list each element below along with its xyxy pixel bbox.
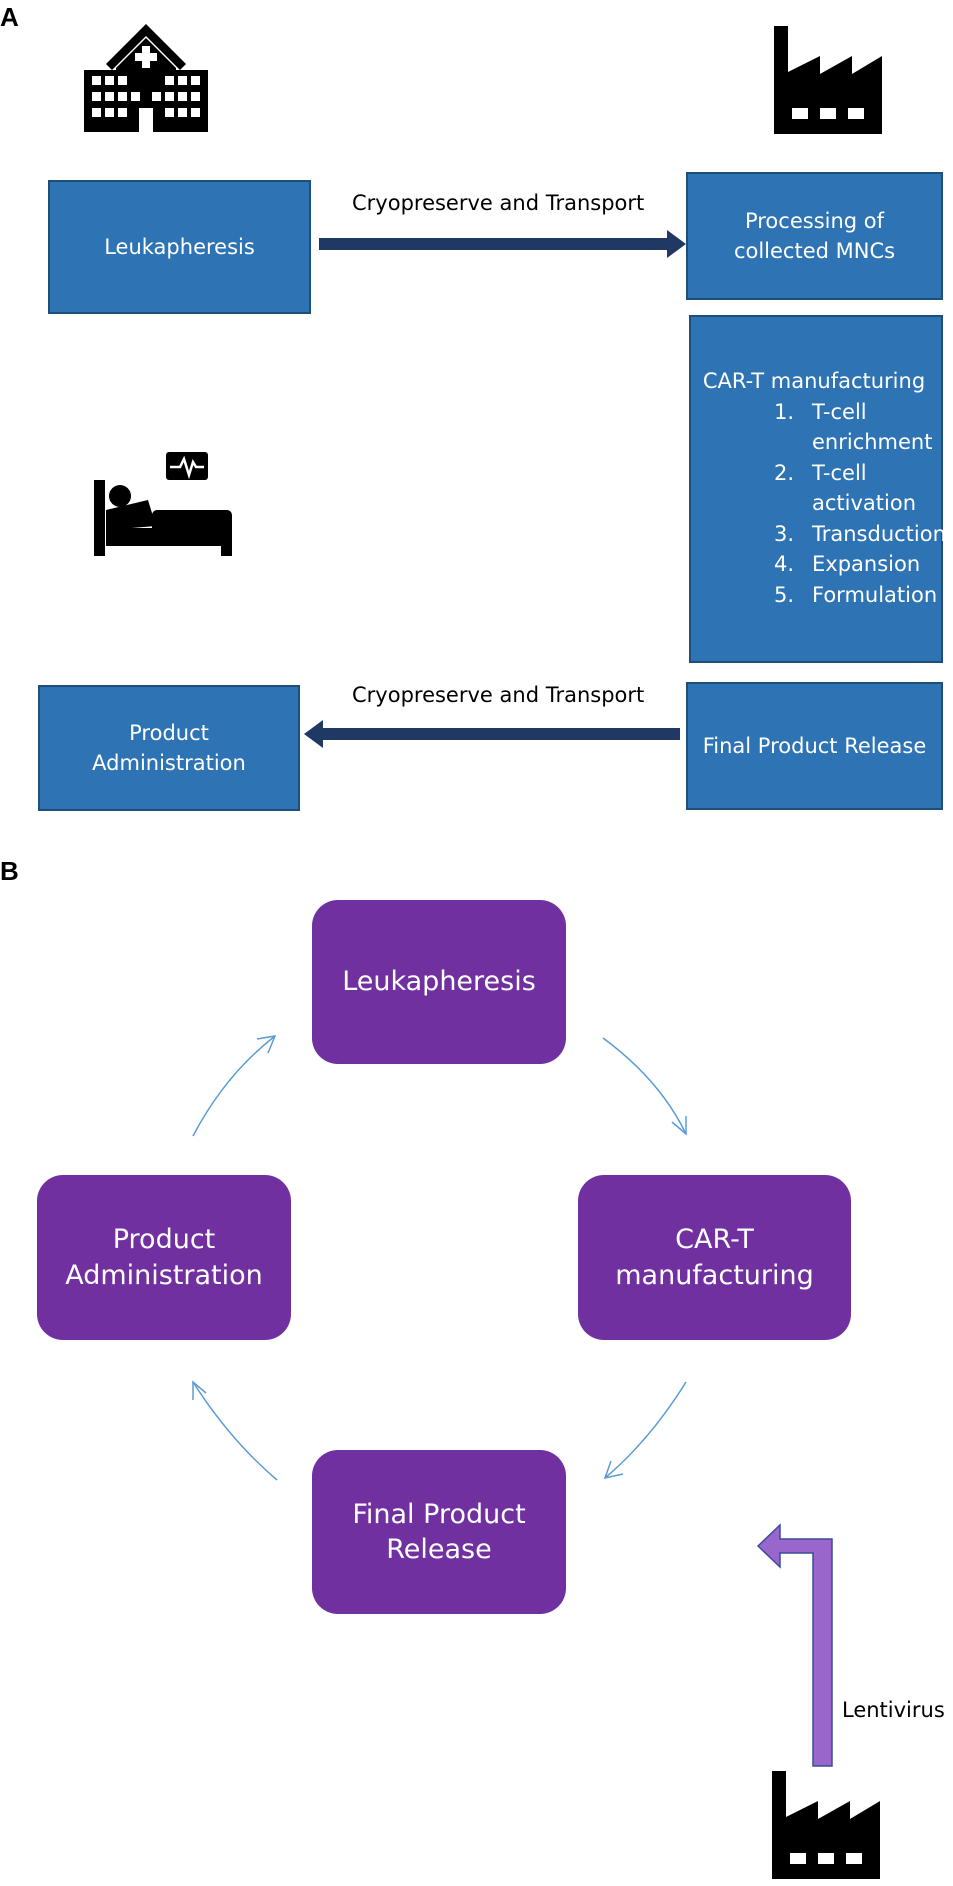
step-text: T-cell [812, 460, 867, 485]
step-number: 4. [774, 552, 795, 576]
transport-arrow-left [304, 720, 680, 748]
step-text: Formulation [812, 582, 938, 607]
cycle-manufacturing-label-line2: manufacturing [615, 1259, 814, 1291]
factory-icon-bottom [772, 1771, 880, 1879]
car-t-manufacturing-box [689, 315, 943, 663]
cycle-arrowhead [671, 1116, 687, 1136]
processing-label-line2: collected MNCs [733, 239, 896, 263]
cycle-final-product-release-box: Final Product Release [312, 1450, 566, 1614]
cycle-final-label-line2: Release [386, 1534, 492, 1565]
processing-label-line1: Processing of [744, 208, 885, 233]
cycle-arrow-release-to-admin [192, 1381, 278, 1481]
leukapheresis-label: Leukapheresis [104, 234, 255, 259]
step-text: Transduction [812, 521, 946, 546]
transport-label-bottom: Cryopreserve and Transport [352, 683, 645, 707]
cycle-arrowhead [256, 1035, 277, 1054]
cycle-leukapheresis-label: Leukapheresis [342, 966, 536, 998]
cycle-arrow-leuk-to-manufacturing [602, 1037, 687, 1135]
cycle-leukapheresis-box: Leukapheresis [312, 900, 566, 1064]
processing-box: Processing of collected MNCs [686, 172, 943, 300]
product-administration-label-line2: Administration [92, 751, 246, 775]
cycle-final-label-line1: Final Product [352, 1498, 526, 1530]
step-number: 5. [774, 582, 795, 607]
patient-bed-icon [94, 452, 232, 556]
step-text-cont: activation [812, 491, 917, 515]
hospital-icon [84, 24, 208, 132]
step-number: 3. [774, 521, 795, 546]
step-text: Expansion [812, 552, 921, 576]
factory-icon [774, 26, 882, 134]
cycle-admin-label-line2: Administration [65, 1259, 263, 1291]
manufacturing-step: 2. T-cell activation [774, 458, 940, 519]
cycle-arrow-admin-to-leuk [192, 1035, 276, 1137]
lentivirus-arrow [756, 1523, 833, 1767]
final-product-release-box: Final Product Release [686, 682, 943, 810]
car-t-manufacturing-steps: CAR-T manufacturing 1. T-cell enrichment 2… [688, 312, 946, 664]
manufacturing-step: 3. Transduction [774, 519, 946, 550]
cycle-arrowhead [192, 1380, 207, 1400]
manufacturing-step: 1. T-cell enrichment [774, 397, 940, 458]
transport-label-top: Cryopreserve and Transport [352, 191, 645, 215]
manufacturing-step: 4. Expansion [774, 549, 940, 580]
cycle-arrowhead [603, 1460, 624, 1480]
manufacturing-step-list: 1. T-cell enrichment 2. T-cell activation 3.… [688, 397, 946, 611]
panel-b-label: B [0, 856, 19, 886]
product-administration-box: Product Administration [38, 685, 300, 811]
step-text: T-cell [812, 399, 867, 424]
step-number: 1. [774, 399, 795, 424]
manufacturing-step: 5. Formulation [774, 580, 940, 611]
cycle-car-t-manufacturing-box: CAR-T manufacturing [578, 1175, 851, 1340]
cycle-arrow-manufacturing-to-release [604, 1381, 687, 1479]
cycle-manufacturing-label-line1: CAR-T [675, 1224, 754, 1256]
panel-a-label: A [0, 2, 19, 32]
step-number: 2. [774, 460, 795, 485]
manufacturing-title: CAR-T manufacturing [702, 369, 926, 393]
leukapheresis-box: Leukapheresis [48, 180, 311, 314]
step-text-cont: enrichment [812, 430, 933, 454]
cycle-admin-label-line1: Product [112, 1224, 216, 1256]
lentivirus-label: Lentivirus [842, 1698, 945, 1722]
final-product-release-label: Final Product Release [702, 733, 927, 758]
transport-arrow-right [319, 230, 686, 258]
cycle-product-administration-box: Product Administration [37, 1175, 291, 1340]
product-administration-label-line1: Product [129, 720, 209, 745]
